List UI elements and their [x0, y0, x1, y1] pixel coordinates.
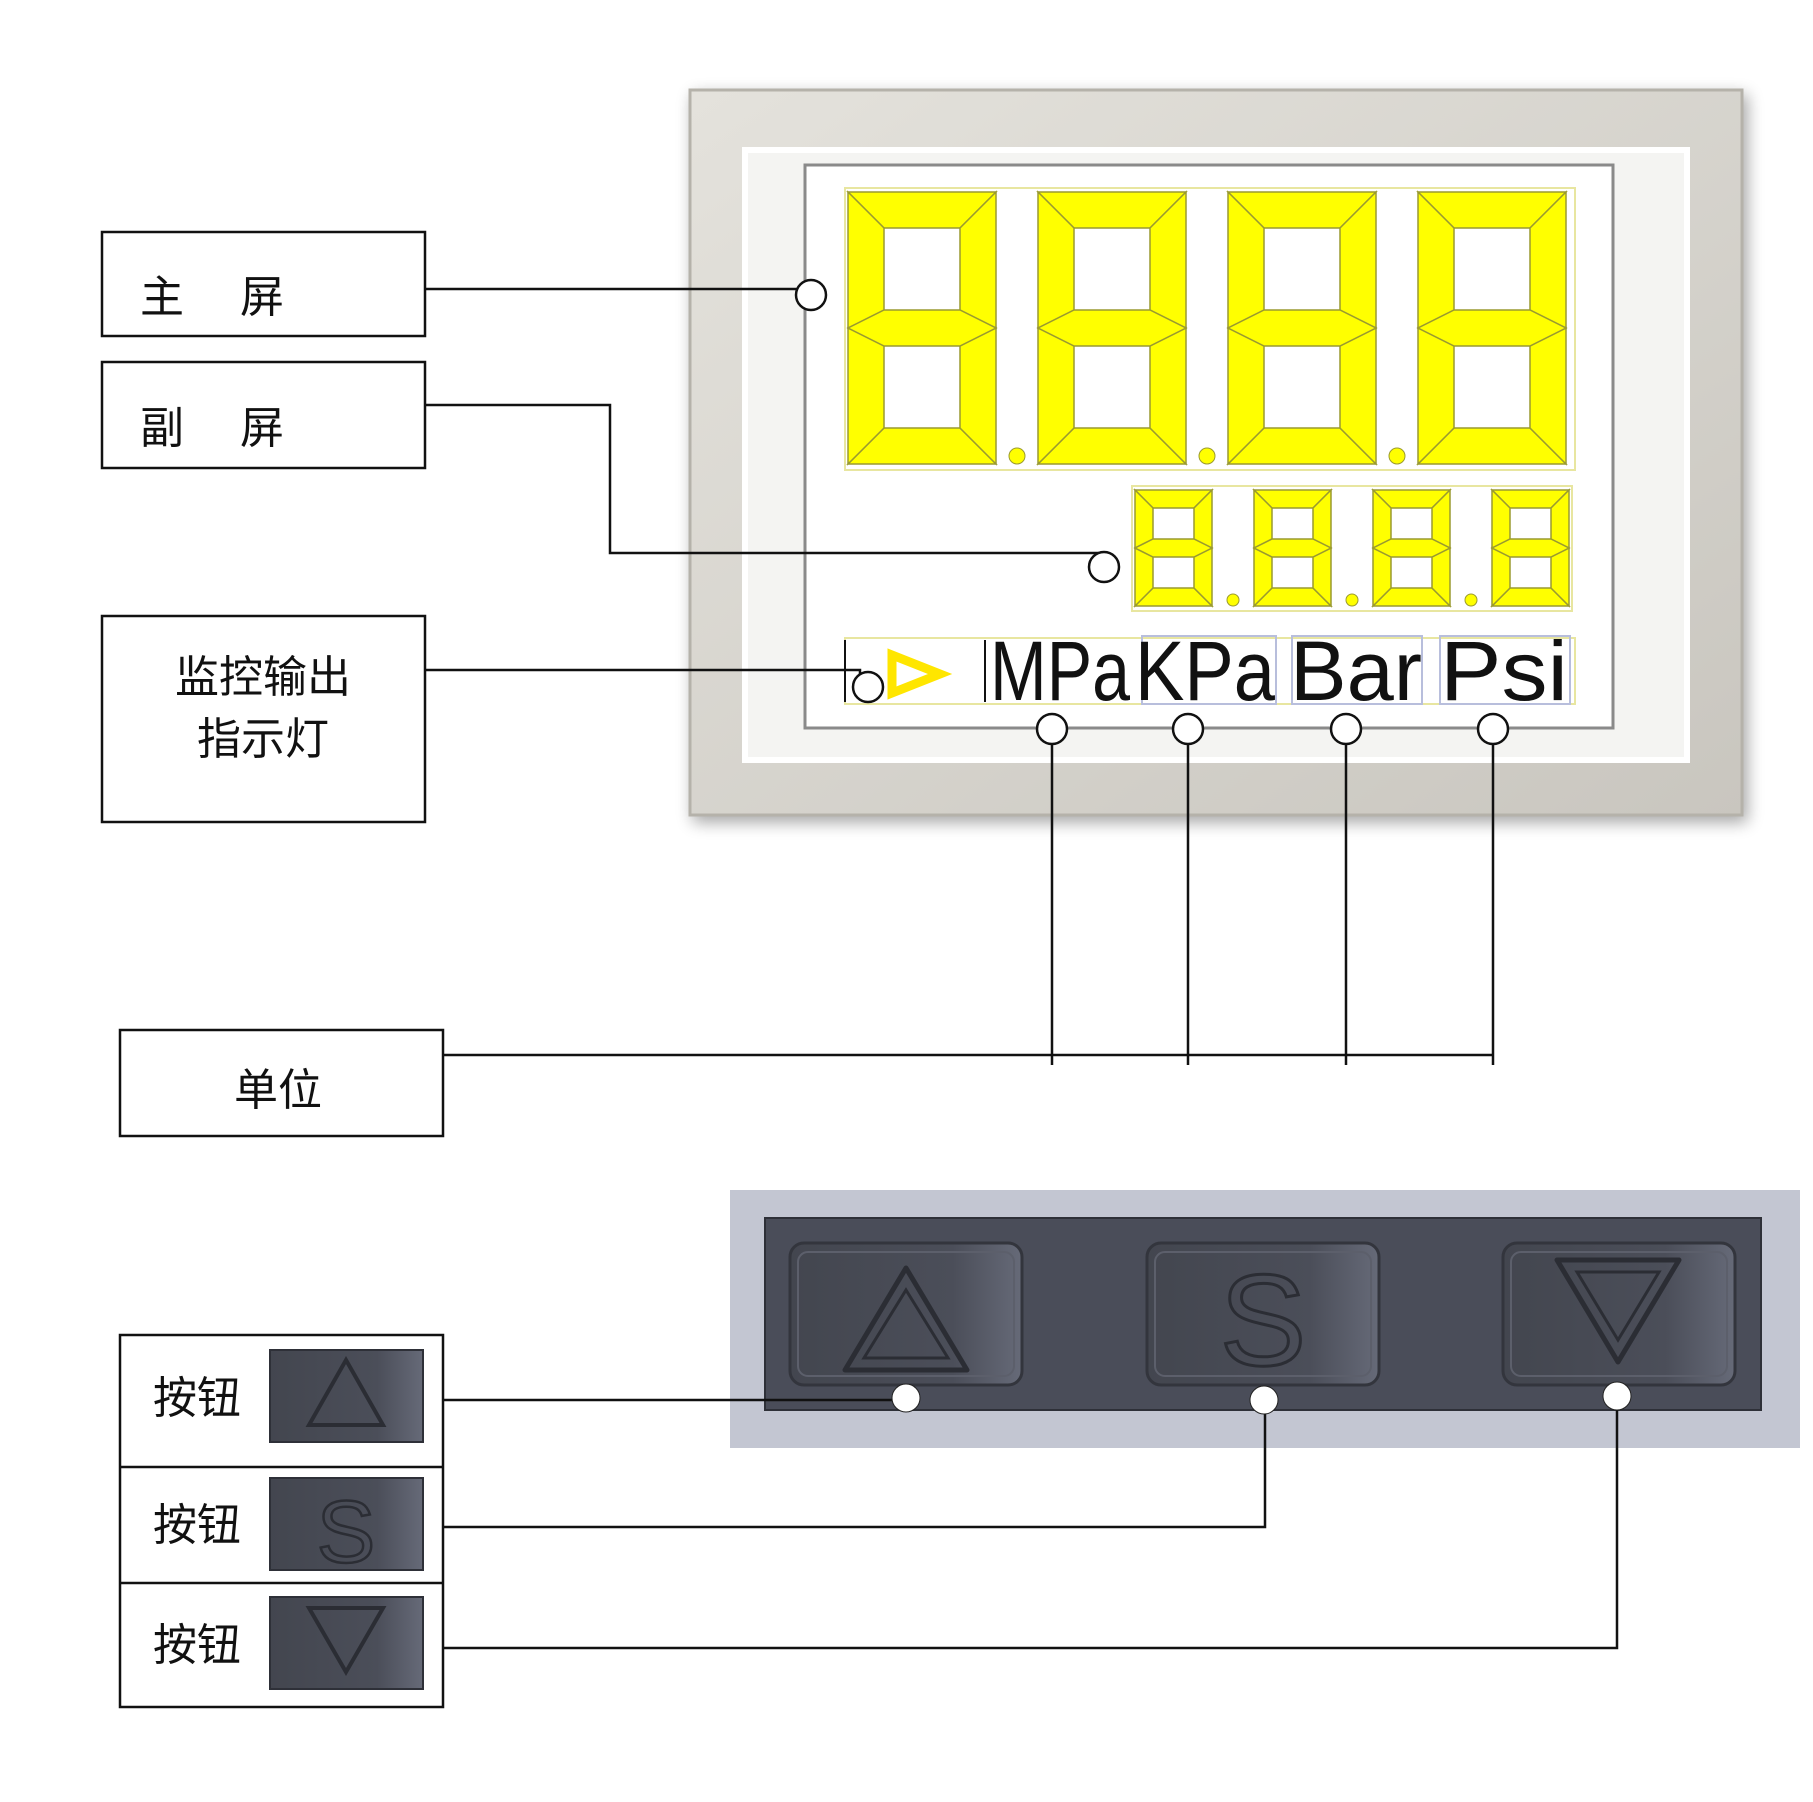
sub-screen-digit-3-segment-g: [1371, 538, 1452, 558]
callout-indicator: 监控输出 指示灯: [100, 614, 427, 824]
main-screen-digit-1: [846, 190, 1026, 466]
callout-button-up-label: 按钮: [153, 1373, 241, 1424]
s-glyph-icon: S: [1220, 1247, 1307, 1393]
sub-screen-decimal-point-1: [1226, 593, 1240, 607]
triangle-down-icon: [1554, 1257, 1682, 1365]
triangle-up-icon: [305, 1355, 387, 1427]
output-indicator-icon: [887, 648, 953, 700]
sub-screen-digit-3: [1371, 488, 1478, 608]
callout-sub-screen: 副 屏: [100, 360, 427, 470]
triangle-up-icon: [842, 1265, 970, 1373]
callout-button-s-label: 按钮: [153, 1500, 241, 1551]
unit-indicator-row: MPa KPa Bar Psi: [844, 624, 1576, 718]
unit-kpa-anchor-dot: [1171, 712, 1205, 746]
button-leader-lines: [443, 1381, 1632, 1650]
key-down-button[interactable]: [1501, 1241, 1737, 1387]
key-s-anchor-dot: [1249, 1385, 1279, 1415]
unit-mpa: MPa: [990, 624, 1130, 718]
sub-screen-digit-4-segment-g: [1490, 538, 1571, 558]
unit-psi: Psi: [1440, 624, 1568, 718]
sub-screen-digit-4: [1490, 488, 1571, 608]
main-screen-digit-1-segment-g: [846, 309, 998, 347]
main-screen-digit-4-segment-g: [1416, 309, 1568, 347]
s-glyph-icon: S: [317, 1482, 376, 1581]
callout-sub-screen-char2: 屏: [240, 403, 284, 454]
unit-mpa-anchor-dot: [1035, 712, 1069, 746]
sub-screen-digit-1-segment-g: [1133, 538, 1214, 558]
key-up-button[interactable]: [788, 1241, 1024, 1387]
sub-screen-digit-2: [1252, 488, 1359, 608]
unit-bar-anchor-dot: [1329, 712, 1363, 746]
unit-bar: Bar: [1290, 624, 1422, 718]
sub-screen-digit-1: [1133, 488, 1240, 608]
callout-main-screen-char1: 主: [140, 272, 184, 323]
main-screen-digit-2-segment-g: [1036, 309, 1188, 347]
sub-screen-decimal-point-2: [1345, 593, 1359, 607]
sub-screen-digit-2-segment-g: [1252, 538, 1333, 558]
callout-unit-label: 单位: [234, 1065, 322, 1116]
callout-sub-screen-char1: 副: [140, 403, 184, 454]
callout-unit: 单位: [118, 1028, 445, 1138]
key-up-anchor-dot: [891, 1383, 921, 1413]
callout-main-screen-char2: 屏: [240, 272, 284, 323]
callout-indicator-line1: 监控输出: [175, 652, 351, 703]
main-screen: [844, 187, 1576, 471]
sub-screen-anchor-dot: [1087, 550, 1121, 584]
main-screen-decimal-point-3: [1388, 447, 1406, 465]
main-screen-digit-3: [1226, 190, 1406, 466]
callout-button-s: 按钮 S: [153, 1477, 424, 1582]
key-down-anchor-dot: [1602, 1381, 1632, 1411]
main-screen-anchor-dot: [794, 278, 828, 312]
callout-button-up: 按钮: [153, 1349, 424, 1443]
key-s-button[interactable]: S: [1145, 1241, 1381, 1395]
callout-main-screen: 主 屏: [100, 230, 427, 338]
sub-screen-decimal-point-3: [1464, 593, 1478, 607]
callout-indicator-line2: 指示灯: [197, 714, 329, 765]
main-screen-decimal-point-2: [1198, 447, 1216, 465]
unit-kpa: KPa: [1135, 624, 1275, 718]
triangle-down-icon: [305, 1606, 387, 1676]
main-screen-decimal-point-1: [1008, 447, 1026, 465]
unit-psi-anchor-dot: [1476, 712, 1510, 746]
callout-button-down: 按钮: [153, 1596, 424, 1690]
main-screen-digit-3-segment-g: [1226, 309, 1378, 347]
main-screen-digit-2: [1036, 190, 1216, 466]
sub-screen: [1131, 485, 1573, 612]
indicator-anchor-dot: [851, 670, 885, 704]
leader-lines: [425, 278, 1510, 1065]
main-screen-digit-4: [1416, 190, 1568, 466]
callout-button-down-label: 按钮: [153, 1620, 241, 1671]
